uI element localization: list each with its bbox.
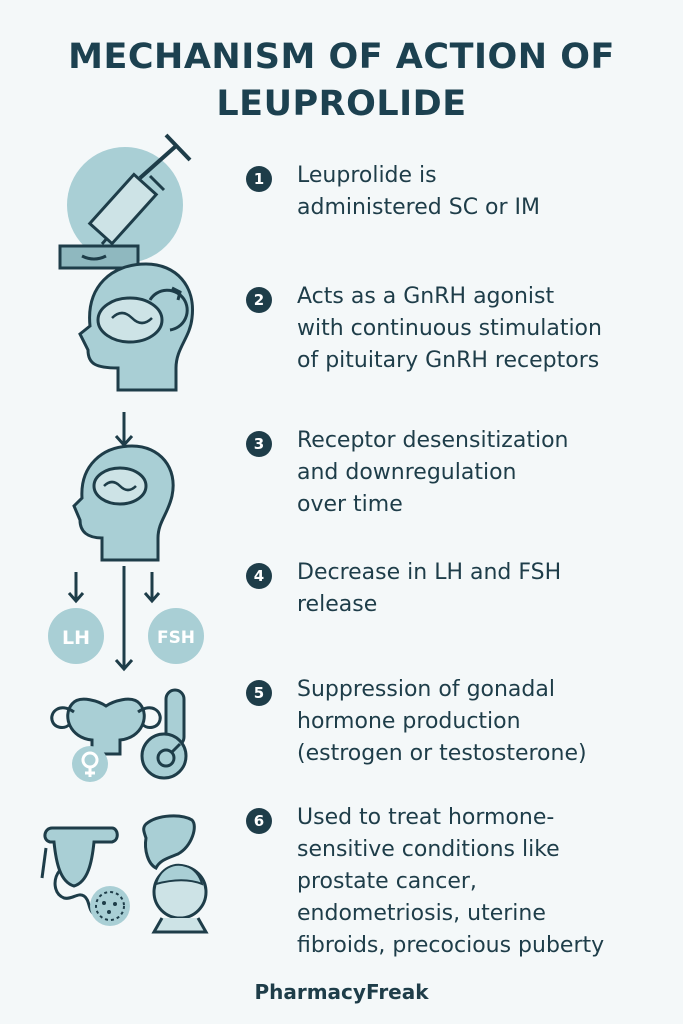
step-text: Acts as a GnRH agonist with continuous s… [297, 281, 602, 377]
step-line: and downregulation [297, 460, 517, 485]
step-line: with continuous stimulation [297, 316, 602, 341]
female-symbol-icon [72, 746, 108, 782]
syringe-icon [58, 133, 192, 270]
step-line: sensitive conditions like [297, 837, 560, 862]
step-line: (estrogen or testosterone) [297, 741, 587, 766]
step-text: Decrease in LH and FSH release [297, 557, 561, 621]
step-line: Receptor desensitization [297, 428, 569, 453]
head-brain-cycle-icon [78, 262, 194, 392]
step-number-badge: 6 [246, 808, 272, 834]
cell-icon [90, 886, 130, 926]
step-number-badge: 3 [246, 431, 272, 457]
male-reproductive-icon [140, 688, 188, 780]
brand-footer: PharmacyFreak [254, 980, 429, 1004]
step-line: Leuprolide is [297, 163, 437, 188]
step-line: endometriosis, uterine [297, 901, 546, 926]
male-reproductive-tract-icon [40, 826, 119, 916]
step-line: release [297, 592, 378, 617]
step-line: hormone production [297, 709, 521, 734]
lh-badge: LH [48, 608, 104, 664]
step-line: administered SC or IM [297, 195, 541, 220]
title-line-2: LEUPROLIDE [216, 84, 467, 124]
liver-organ-icon [142, 814, 196, 871]
step-line: Used to treat hormone- [297, 805, 555, 830]
step-number-badge: 2 [246, 287, 272, 313]
step-line: Decrease in LH and FSH [297, 560, 562, 585]
step-number-badge: 5 [246, 680, 272, 706]
step-text: Leuprolide is administered SC or IM [297, 160, 540, 224]
step-text: Used to treat hormone- sensitive conditi… [297, 802, 604, 962]
hormone-release-arrows [67, 566, 161, 672]
step-line: over time [297, 492, 403, 517]
child-face-icon [151, 863, 209, 934]
fsh-label: FSH [157, 628, 195, 648]
step-number-badge: 4 [246, 563, 272, 589]
fsh-badge: FSH [148, 608, 204, 664]
step-4: 4 Decrease in LH and FSH release [246, 557, 666, 621]
lh-label: LH [62, 627, 90, 649]
step-6: 6 Used to treat hormone- sensitive condi… [246, 802, 666, 962]
step-text: Receptor desensitization and downregulat… [297, 425, 568, 521]
step-line: of pituitary GnRH receptors [297, 348, 600, 373]
step-2: 2 Acts as a GnRH agonist with continuous… [246, 281, 666, 377]
head-brain-icon [72, 444, 175, 562]
step-1: 1 Leuprolide is administered SC or IM [246, 160, 666, 224]
step-line: Suppression of gonadal [297, 677, 555, 702]
step-3: 3 Receptor desensitization and downregul… [246, 425, 666, 521]
step-text: Suppression of gonadal hormone productio… [297, 674, 587, 770]
step-number-badge: 1 [246, 166, 272, 192]
step-5: 5 Suppression of gonadal hormone product… [246, 674, 666, 770]
page-title: MECHANISM OF ACTION OF LEUPROLIDE [0, 34, 683, 128]
female-reproductive-icon [50, 697, 162, 756]
step-line: Acts as a GnRH agonist [297, 284, 555, 309]
title-line-1: MECHANISM OF ACTION OF [68, 37, 615, 77]
step-line: fibroids, precocious puberty [297, 933, 605, 958]
arrow-down-icon [114, 412, 134, 448]
step-line: prostate cancer, [297, 869, 477, 894]
